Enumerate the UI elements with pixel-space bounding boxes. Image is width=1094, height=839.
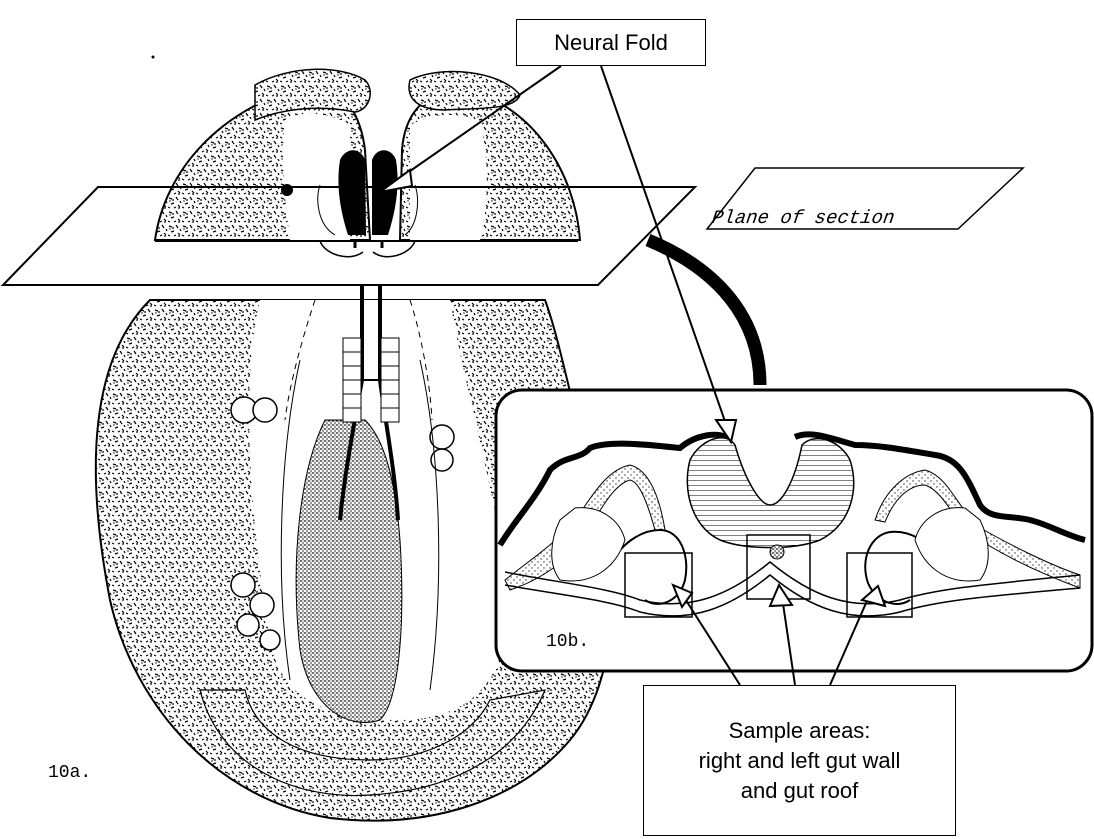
neural-fold-text: Neural Fold (554, 30, 668, 56)
sample-areas-label: Sample areas: right and left gut wall an… (643, 685, 956, 836)
neural-fold-label: Neural Fold (516, 19, 706, 66)
sample-line-1: Sample areas: (729, 716, 871, 746)
section-10b (496, 390, 1092, 671)
sample-line-2: right and left gut wall (699, 746, 901, 776)
plane-of-section-label: Plane of section (710, 207, 896, 229)
figure-label-10b: 10b. (546, 632, 589, 652)
sample-line-3: and gut roof (741, 776, 858, 806)
figure-label-10a: 10a. (48, 763, 91, 783)
